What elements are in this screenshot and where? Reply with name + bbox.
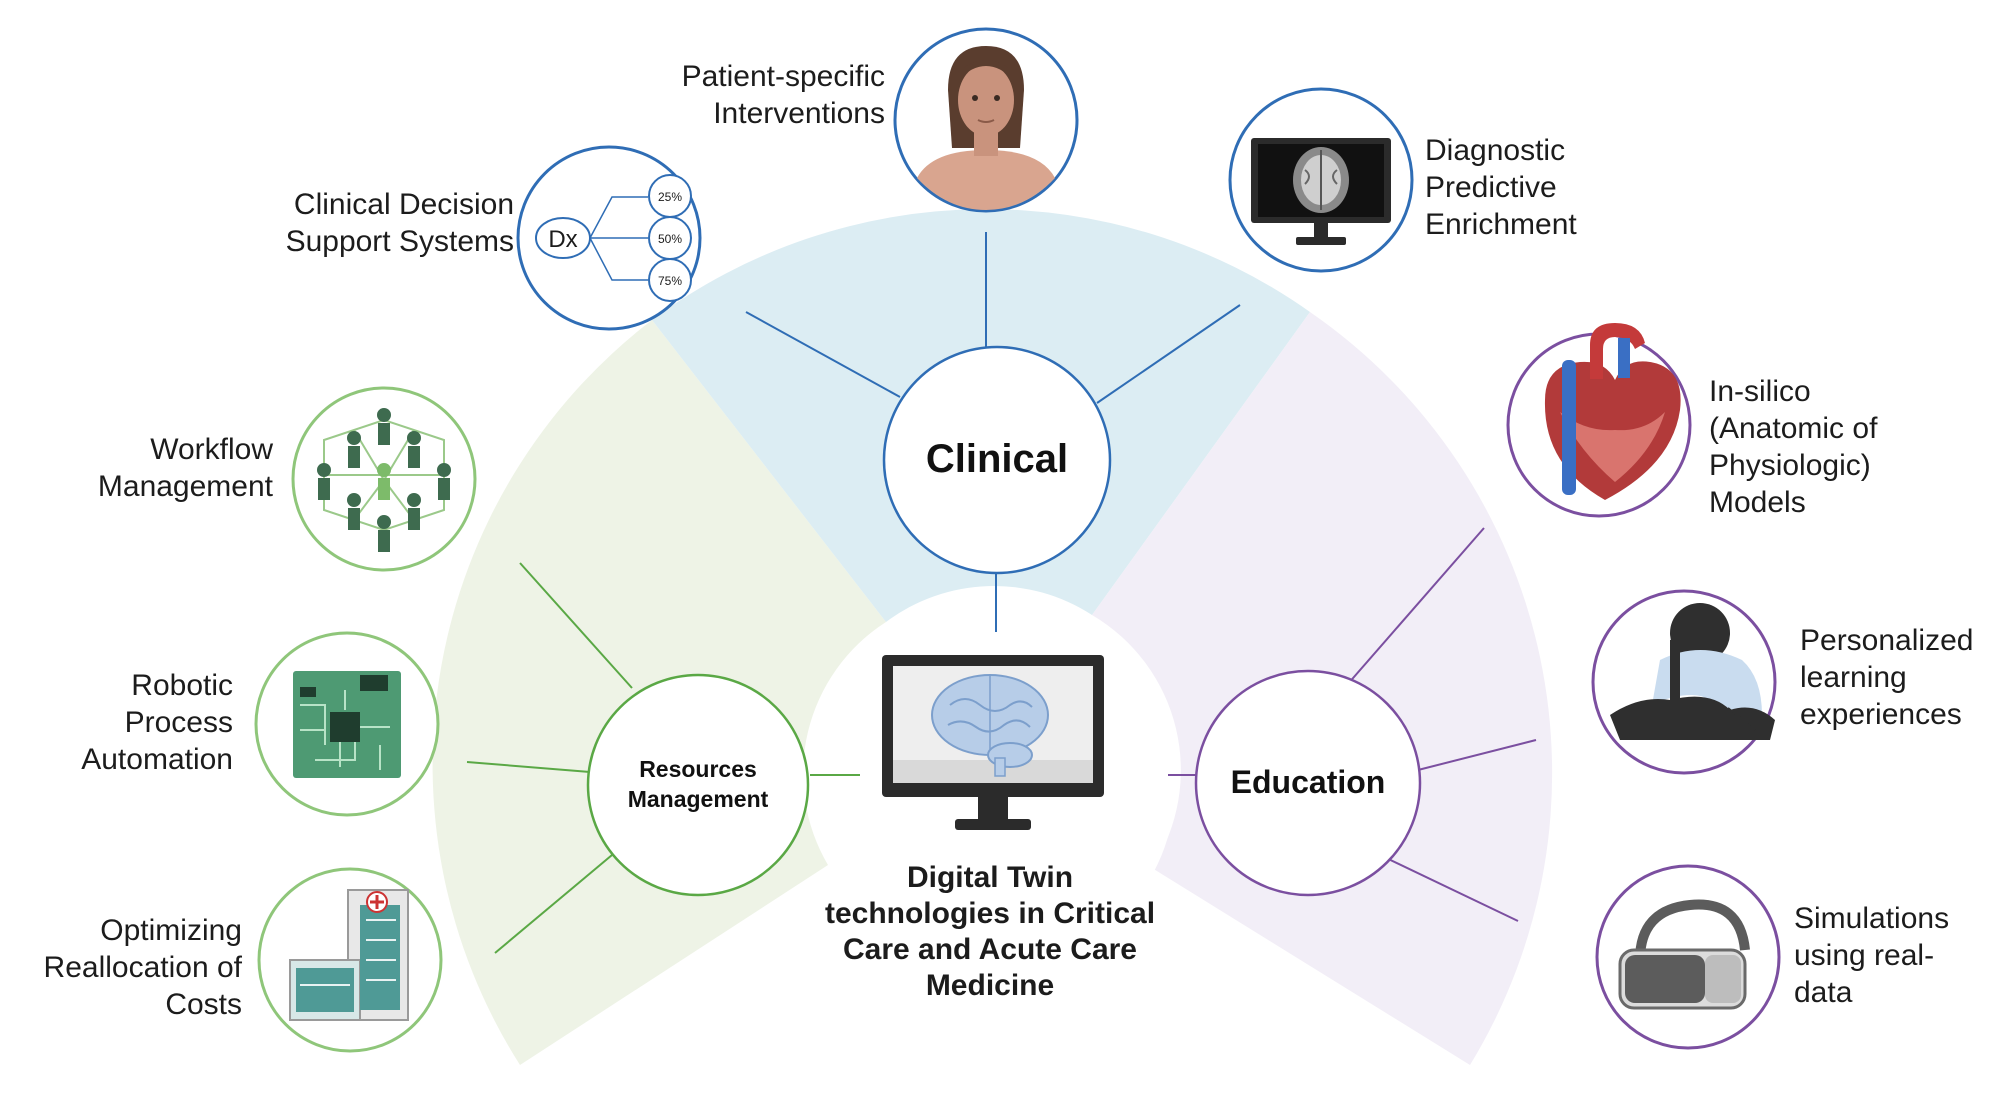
diagnosis-probability-icon: Dx 25% 50% 75% [535, 174, 692, 302]
dx-option-1: 25% [658, 190, 682, 204]
brain-scan-monitor-icon [1251, 138, 1391, 245]
people-network-icon [317, 408, 451, 552]
education-hub-circle [1194, 669, 1422, 897]
vr-headset-icon [1618, 899, 1750, 1010]
in-silico-models-label: In-silico (Anatomic of Physiologic) Mode… [1709, 375, 1878, 519]
personalized-learning-label: Personalized learning experiences [1800, 624, 1974, 731]
center-title: Digital Twin technologies in Critical Ca… [824, 861, 1156, 1002]
cost-reallocation-label: Optimizing Reallocation of Costs [43, 914, 242, 1021]
resources-hub-circle [586, 673, 810, 897]
heart-anatomy-icon [1544, 323, 1681, 500]
education-connectors [1168, 527, 1537, 922]
student-writing-icon [1610, 603, 1775, 740]
diagnostic-enrichment-label: Diagnostic Predictive Enrichment [1425, 134, 1577, 241]
resources-hub-label: Resources Management [627, 756, 769, 812]
clinical-hub-label: Clinical [926, 437, 1068, 481]
patient-portrait-icon [917, 46, 1055, 210]
hospital-building-icon [289, 889, 409, 1021]
circuit-board-icon [293, 671, 401, 778]
clinical-connectors [745, 232, 1241, 632]
simulations-label: Simulations using real- data [1794, 902, 1950, 1009]
resources-connectors [466, 562, 860, 954]
dx-option-2: 50% [658, 232, 682, 246]
patient-interventions-label: Patient-specific Interventions [681, 60, 885, 130]
dx-option-3: 75% [658, 274, 682, 288]
clinical-hub-circle [882, 345, 1112, 575]
monitor-brain-icon [882, 655, 1104, 830]
workflow-management-label: Workflow Management [97, 433, 273, 503]
robotic-automation-label: Robotic Process Automation [81, 669, 233, 776]
decision-support-label: Clinical Decision Support Systems [285, 188, 514, 258]
education-hub-label: Education [1231, 764, 1386, 800]
dx-label: Dx [548, 226, 577, 253]
